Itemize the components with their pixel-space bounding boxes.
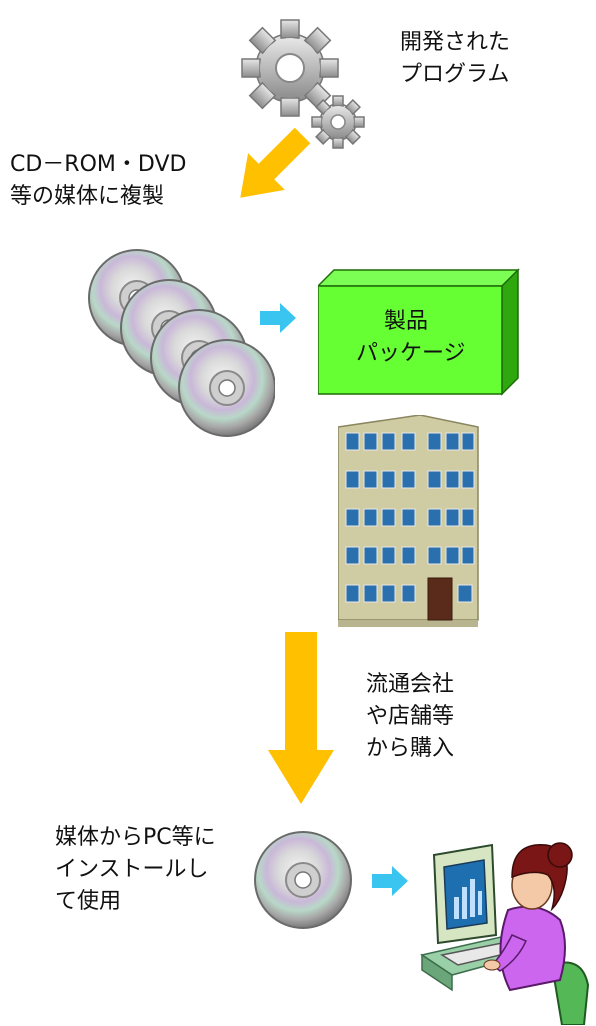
install-label-line1: 媒体からPC等に (55, 825, 216, 850)
package-label-line2: パッケージ (356, 341, 466, 366)
copy-label-line1: CD－ROM・DVD (10, 152, 187, 177)
install-label-line3: て使用 (55, 889, 122, 914)
buy-label-line2: や店舗等 (366, 704, 455, 729)
cyan-arrow-icon (260, 303, 296, 333)
copy-label-line2: 等の媒体に複製 (10, 184, 165, 209)
program-label-line1: 開発された (400, 30, 511, 55)
program-label-line2: プログラム (400, 62, 510, 87)
disc-stack-icon (88, 249, 275, 437)
disc-icon (254, 831, 352, 929)
package-label-line1: 製品 (384, 309, 429, 334)
person-at-computer-icon (420, 842, 590, 1025)
orange-diagonal-arrow-icon (240, 127, 311, 198)
product-package-box (318, 268, 520, 396)
office-building-icon (338, 415, 479, 627)
cyan-arrow-icon (372, 866, 408, 896)
gears-icon (241, 19, 365, 149)
orange-down-arrow-icon (268, 632, 334, 804)
buy-label-line3: から購入 (366, 736, 455, 761)
install-label-line2: インストールし (55, 857, 209, 882)
buy-label-line1: 流通会社 (366, 672, 455, 697)
